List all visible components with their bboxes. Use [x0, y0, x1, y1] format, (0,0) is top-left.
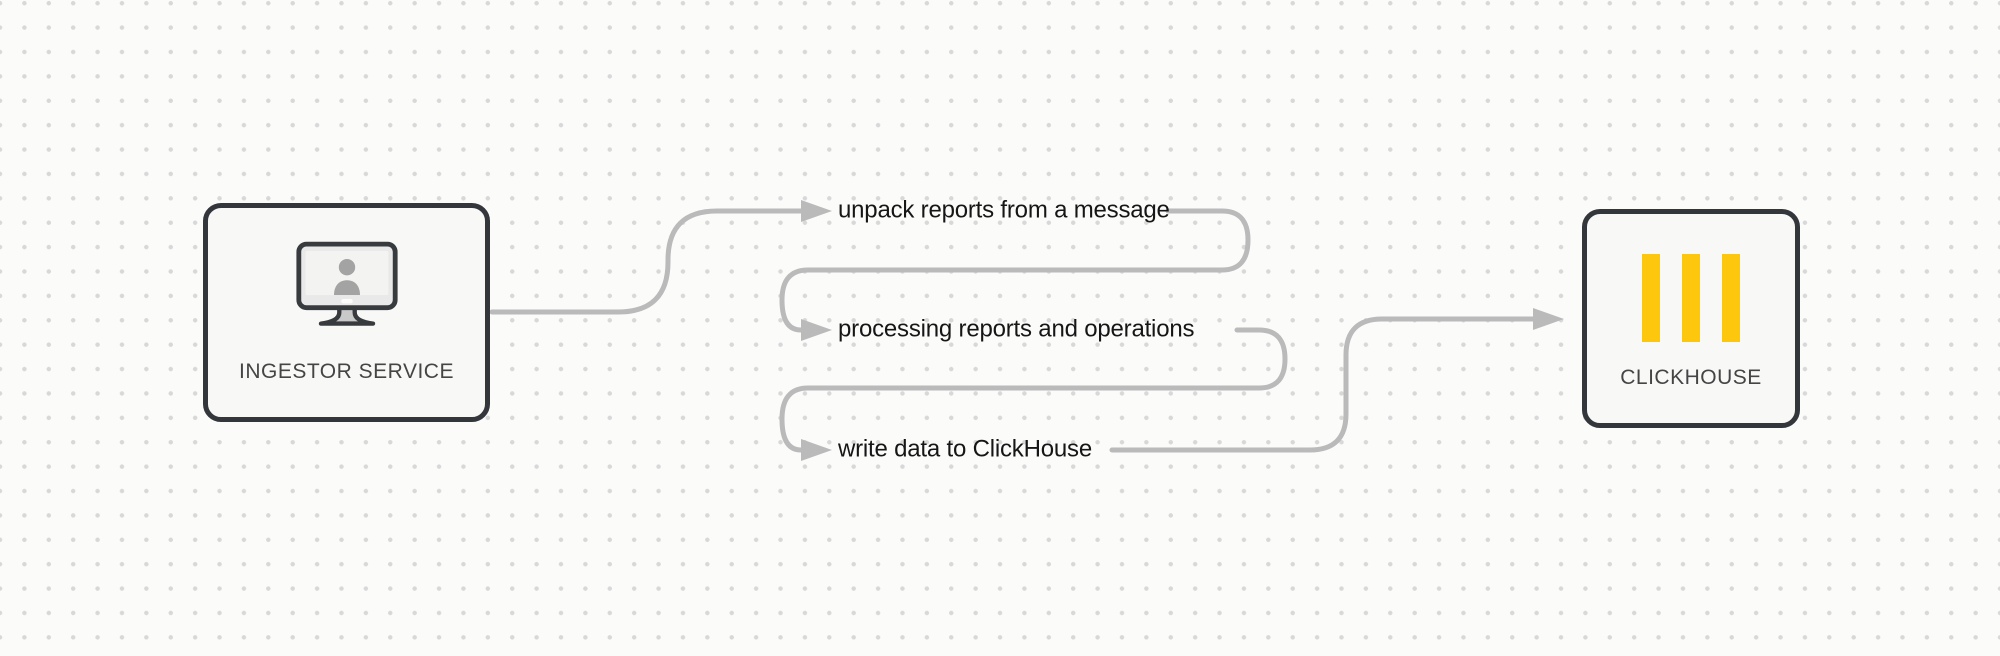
- step-label-processing-reports: processing reports and operations: [838, 315, 1195, 343]
- step-label-unpack-reports: unpack reports from a message: [838, 196, 1170, 224]
- arrowhead-step3: [801, 439, 832, 461]
- connector-ingestor-to-step1: [489, 208, 804, 315]
- connector-step1-to-step2: [779, 208, 1251, 333]
- user-monitor-icon: [295, 241, 398, 326]
- clickhouse-logo-bar: [1722, 254, 1740, 342]
- clickhouse-logo-icon: [1587, 254, 1795, 342]
- step-label-write-data: write data to ClickHouse: [838, 435, 1092, 463]
- clickhouse-logo-bar: [1682, 254, 1700, 342]
- monitor-notch: [340, 299, 353, 304]
- clickhouse-label: CLICKHOUSE: [1620, 366, 1762, 389]
- node-ingestor-service: INGESTOR SERVICE: [203, 203, 490, 422]
- arrowhead-step2: [801, 319, 832, 341]
- arrowhead-step1: [801, 200, 832, 222]
- user-silhouette-icon: [333, 259, 360, 296]
- connector-step2-to-step3: [779, 327, 1288, 453]
- monitor-stand: [318, 305, 375, 326]
- clickhouse-logo-bar: [1642, 254, 1660, 342]
- arrowhead-clickhouse: [1533, 308, 1564, 330]
- node-clickhouse: CLICKHOUSE: [1582, 209, 1800, 428]
- ingestor-service-label: INGESTOR SERVICE: [239, 360, 454, 383]
